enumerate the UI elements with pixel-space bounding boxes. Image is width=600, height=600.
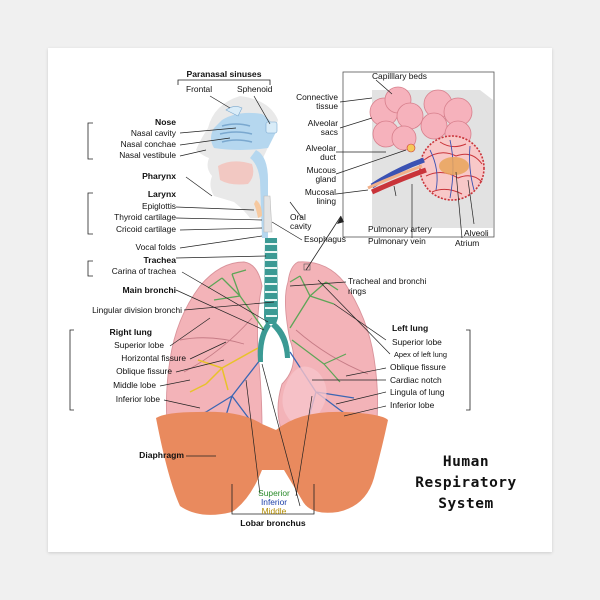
label-lobar-middle: Middle: [262, 506, 287, 516]
frontal-sinus-shape: [225, 106, 243, 117]
label-sphenoid: Sphenoid: [237, 84, 273, 94]
label-rings-2: rings: [348, 286, 366, 296]
nasal-conchae-shape: [219, 123, 253, 143]
label-alveoli: Alveoli: [464, 228, 489, 238]
left-main-bronchus: [271, 322, 290, 358]
label-nasal-conchae: Nasal conchae: [121, 139, 177, 149]
label-connective-2: tissue: [316, 101, 338, 111]
label-pulmonary-vein: Pulmonary vein: [368, 236, 426, 246]
label-oral-1: Oral: [290, 212, 306, 222]
labels-head: Paranasal sinuses Frontal Sphenoid Nose …: [114, 69, 346, 252]
label-cricoid-cartilage: Cricoid cartilage: [116, 224, 176, 234]
label-lingular-division-bronchi: Lingular division bronchi: [92, 305, 182, 315]
labels-lobar-bronchus: Superior Inferior Middle Lobar bronchus: [240, 488, 306, 528]
label-mucous-1: Mucous: [307, 165, 336, 175]
pulmonary-artery-vessel: [370, 167, 427, 195]
left-lung-item: Apex of left lung: [394, 350, 447, 359]
tongue-shape: [218, 161, 254, 185]
label-mucosal-1: Mucosal: [305, 187, 336, 197]
bronchiole-tube: [367, 164, 423, 190]
capillary-network: [419, 135, 485, 201]
label-vocal-folds: Vocal folds: [135, 242, 176, 252]
label-trachea: Trachea: [144, 255, 177, 265]
epiglottis-shape: [254, 200, 262, 218]
label-esophagus: Esophagus: [304, 234, 346, 244]
right-lung-item: Horizontal fissure: [121, 353, 186, 363]
left-lung-item: Inferior lobe: [390, 400, 435, 410]
label-connective-1: Connective: [296, 92, 338, 102]
labels-inset: Capilllary beds Connective tissue Alveol…: [296, 71, 489, 248]
sphenoid-sinus-shape: [265, 121, 278, 134]
label-thyroid-cartilage: Thyroid cartilage: [114, 212, 176, 222]
mucous-gland-mark: [406, 143, 416, 153]
esophagus-shape: [263, 195, 273, 233]
left-lung-item: Superior lobe: [392, 337, 442, 347]
label-diaphragm: Diaphragm: [139, 450, 184, 460]
title-line-2: Respiratory: [415, 475, 517, 491]
right-main-bronchus: [257, 322, 271, 362]
right-lung-item: Middle lobe: [113, 380, 156, 390]
label-epiglottis: Epiglottis: [142, 201, 176, 211]
label-paranasal-sinuses: Paranasal sinuses: [186, 69, 261, 79]
right-lung-item: Superior lobe: [114, 340, 164, 350]
label-capillary-beds: Capilllary beds: [372, 71, 427, 81]
atrium-region: [439, 157, 469, 175]
title-line-1: Human: [443, 454, 489, 470]
left-lung-item: Cardiac notch: [390, 375, 442, 385]
label-nasal-vestibule: Nasal vestibule: [119, 150, 176, 160]
poster-title: Human Respiratory System: [415, 454, 517, 512]
trachea-shape: [264, 238, 278, 324]
diaphragm-shape: [156, 411, 388, 515]
label-mucosal-2: lining: [316, 196, 336, 206]
label-atrium: Atrium: [455, 238, 479, 248]
label-nasal-cavity: Nasal cavity: [131, 128, 177, 138]
label-lobar-superior: Superior: [258, 488, 290, 498]
pharynx-shape: [250, 150, 268, 238]
labels-right-lung: Right lung Superior lobe Horizontal fiss…: [110, 327, 187, 404]
left-oblique-fissure-line: [295, 329, 369, 375]
label-mucous-2: gland: [316, 174, 337, 184]
label-frontal: Frontal: [186, 84, 212, 94]
tracheal-rings: [265, 243, 277, 317]
label-left-lung: Left lung: [392, 323, 428, 333]
label-sacs-1: Alveolar: [308, 118, 338, 128]
leader-lines: [69, 79, 475, 515]
label-pulmonary-artery: Pulmonary artery: [368, 224, 433, 234]
title-line-3: System: [438, 496, 493, 512]
label-sacs-2: sacs: [321, 127, 338, 137]
alveolar-sacs-right: [420, 89, 473, 148]
label-pharynx: Pharynx: [142, 171, 176, 181]
horizontal-fissure-line: [179, 337, 245, 345]
label-lobar-inferior: Inferior: [261, 497, 287, 507]
left-lung-item: Lingula of lung: [390, 387, 445, 397]
labels-left-lung: Left lung Superior lobe Apex of left lun…: [390, 323, 447, 410]
right-lung-item: Oblique fissure: [116, 366, 172, 376]
lungs: [165, 238, 379, 433]
label-duct-2: duct: [320, 152, 337, 162]
label-lobar-bronchus: Lobar bronchus: [240, 518, 306, 528]
label-carina-of-trachea: Carina of trachea: [112, 266, 177, 276]
label-nose: Nose: [155, 117, 176, 127]
label-main-bronchi: Main bronchi: [123, 285, 176, 295]
label-oral-2: cavity: [290, 221, 312, 231]
head-cross-section: [196, 96, 278, 238]
labels-airway: Trachea Carina of trachea Main bronchi L…: [92, 255, 426, 315]
left-lung-item: Oblique fissure: [390, 362, 446, 372]
right-lung-item: Inferior lobe: [116, 394, 161, 404]
label-rings-1: Tracheal and bronchi: [348, 276, 427, 286]
label-larynx: Larynx: [148, 189, 176, 199]
label-duct-1: Alveolar: [306, 143, 336, 153]
label-right-lung: Right lung: [110, 327, 152, 337]
alveoli-inset: [342, 71, 495, 238]
heart-outline: [282, 366, 327, 425]
